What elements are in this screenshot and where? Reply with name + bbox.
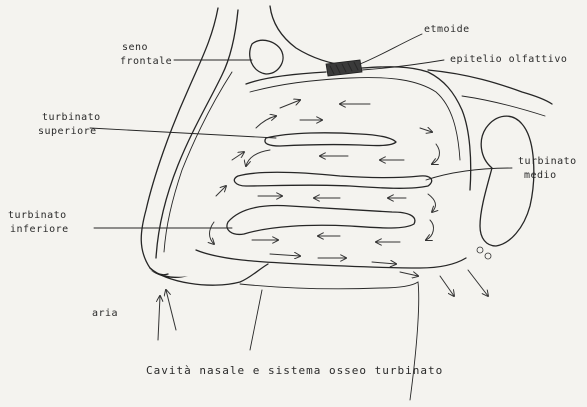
diagram-caption: Cavità nasale e sistema osseo turbinato [146,364,443,377]
leader-etmoide [360,34,422,64]
nostril-fill [150,270,188,278]
leader-turb-sup [90,128,276,138]
label-frontale: frontale [120,56,172,67]
cavity-floor [196,250,466,268]
nasal-bone-inner [164,72,232,252]
leader-epitelio [362,60,444,70]
label-turb-sup-1: turbinato [42,112,101,123]
throat-line [250,290,262,350]
superior-turbinate [265,133,396,146]
leader-turb-medio [426,168,512,180]
forehead-bone [270,6,350,66]
label-aria: aria [92,308,118,319]
palate-line [240,282,419,400]
frontal-sinus [250,40,283,74]
middle-turbinate [234,172,431,188]
label-epitelio: epitelio olfattivo [450,54,567,65]
sinus-dots [477,247,491,259]
label-etmoide: etmoide [424,24,470,35]
airflow-arrows [158,100,488,340]
label-seno: seno [122,42,148,53]
label-turb-sup-2: superiore [38,126,97,137]
skull-line-2 [462,96,545,116]
label-turb-medio-2: medio [524,170,557,181]
cavity-roof-inner [250,78,460,160]
label-turb-medio-1: turbinato [518,156,577,167]
label-turb-inf-2: inferiore [10,224,69,235]
nose-profile [141,8,218,275]
label-turb-inf-1: turbinato [8,210,67,221]
inferior-turbinate [227,206,415,235]
sphenoid-sinus [480,116,534,246]
skull-line [428,70,552,104]
